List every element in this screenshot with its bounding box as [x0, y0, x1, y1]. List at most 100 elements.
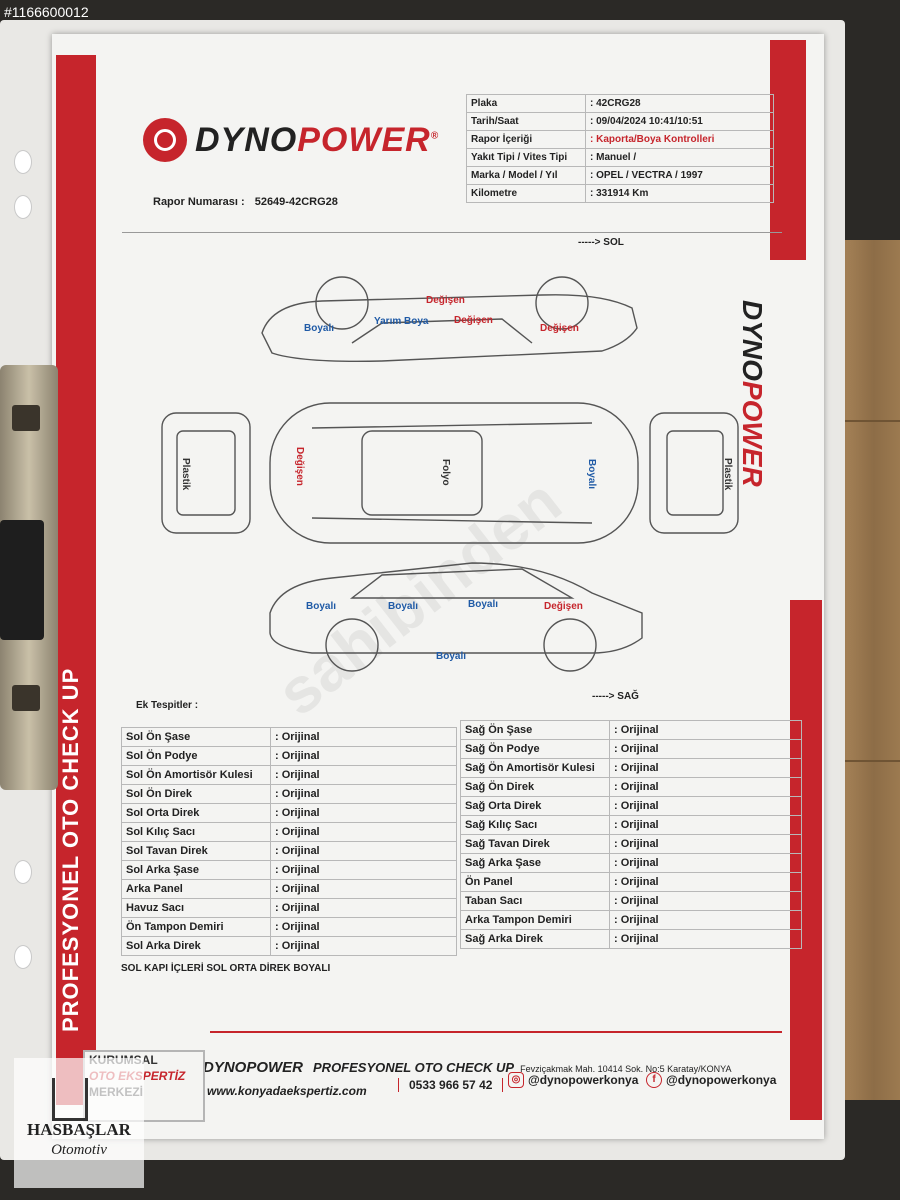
part-name: Sol Ön Direk [121, 784, 271, 804]
part-name: Sol Arka Direk [121, 936, 271, 956]
wood-grain [812, 760, 900, 762]
part-row: Sağ Tavan Direk: Orijinal [460, 834, 802, 854]
label-left-yarim-boya: Yarım Boya [374, 316, 429, 327]
info-row: Yakıt Tipi / Vites Tipi: Manuel / [466, 148, 774, 167]
info-key: Rapor İçeriği [466, 130, 586, 149]
part-name: Arka Tampon Demiri [460, 910, 610, 930]
left-direction-label: -----> SOL [578, 237, 624, 248]
part-status: : Orijinal [609, 739, 802, 759]
facebook-icon: f [646, 1072, 662, 1088]
part-status: : Orijinal [609, 796, 802, 816]
label-right-boyali-4: Boyalı [436, 651, 467, 662]
label-left-boyali: Boyalı [304, 323, 335, 334]
part-row: Sol Ön Amortisör Kulesi: Orijinal [121, 765, 457, 785]
footer-facebook: f@dynopowerkonya [646, 1072, 776, 1088]
part-status: : Orijinal [609, 720, 802, 740]
part-row: Havuz Sacı: Orijinal [121, 898, 457, 918]
logo-text-power: POWER [297, 120, 431, 159]
punch-hole [14, 945, 32, 969]
info-row: Tarih/Saat: 09/04/2024 10:41/10:51 [466, 112, 774, 131]
additional-note: SOL KAPI İÇLERİ SOL ORTA DİREK BOYALI [121, 963, 331, 974]
power-icon [143, 118, 187, 162]
part-name: Sağ Arka Şase [460, 853, 610, 873]
punch-hole [14, 195, 32, 219]
part-name: Sağ Ön Direk [460, 777, 610, 797]
part-row: Sol Ön Direk: Orijinal [121, 784, 457, 804]
registered-mark: ® [430, 130, 440, 142]
part-status: : Orijinal [270, 784, 457, 804]
part-status: : Orijinal [270, 765, 457, 785]
part-name: Ön Tampon Demiri [121, 917, 271, 937]
label-left-degisen-1: Değişen [426, 295, 465, 306]
part-status: : Orijinal [609, 929, 802, 949]
part-status: : Orijinal [270, 746, 457, 766]
part-row: Sol Kılıç Sacı: Orijinal [121, 822, 457, 842]
part-status: : Orijinal [609, 834, 802, 854]
info-row: Kilometre: 331914 Km [466, 184, 774, 203]
car-damage-diagram: -----> SOL -----> SAĞ Boyalı Yarım Boya … [122, 232, 782, 713]
footer-brand-name: DYNOPOWER [203, 1059, 304, 1076]
part-status: : Orijinal [270, 898, 457, 918]
part-row: Sağ Kılıç Sacı: Orijinal [460, 815, 802, 835]
part-status: : Orijinal [609, 853, 802, 873]
info-row: Marka / Model / Yıl: OPEL / VECTRA / 199… [466, 166, 774, 185]
part-name: Sol Arka Şase [121, 860, 271, 880]
label-top-degisen: Değişen [294, 447, 305, 486]
info-value: : 09/04/2024 10:41/10:51 [585, 112, 774, 131]
part-name: Ön Panel [460, 872, 610, 892]
part-name: Sol Kılıç Sacı [121, 822, 271, 842]
part-row: Sol Arka Şase: Orijinal [121, 860, 457, 880]
info-value: : 42CRG28 [585, 94, 774, 113]
info-value: : 331914 Km [585, 184, 774, 203]
punch-hole [14, 150, 32, 174]
part-name: Sol Ön Amortisör Kulesi [121, 765, 271, 785]
dealer-logo-icon [52, 1078, 88, 1121]
info-key: Kilometre [466, 184, 586, 203]
part-status: : Orijinal [270, 727, 457, 747]
part-name: Sağ Kılıç Sacı [460, 815, 610, 835]
side-brand-logo: DYNOPOWER [737, 300, 768, 487]
car-outline-drawing [161, 276, 739, 672]
label-right-boyali-2: Boyalı [388, 601, 419, 612]
part-row: Sağ Ön Direk: Orijinal [460, 777, 802, 797]
part-name: Sol Tavan Direk [121, 841, 271, 861]
part-name: Sağ Orta Direk [460, 796, 610, 816]
footer-divider [210, 1031, 782, 1033]
report-number-label: Rapor Numarası : [153, 196, 245, 208]
info-key: Yakıt Tipi / Vites Tipi [466, 148, 586, 167]
part-row: Sol Orta Direk: Orijinal [121, 803, 457, 823]
part-status: : Orijinal [270, 936, 457, 956]
part-name: Arka Panel [121, 879, 271, 899]
part-status: : Orijinal [270, 879, 457, 899]
footer-instagram: ◎@dynopowerkonya [508, 1072, 638, 1088]
label-right-boyali-3: Boyalı [468, 599, 499, 610]
red-side-band [56, 55, 96, 1105]
logo-text-dyno: DYNO [195, 120, 298, 159]
part-status: : Orijinal [270, 822, 457, 842]
label-right-boyali-1: Boyalı [306, 601, 337, 612]
dealer-watermark: HASBAŞLAR Otomotiv [14, 1058, 144, 1188]
dynopower-logo: DYNOPOWER® [143, 118, 439, 162]
instagram-handle: @dynopowerkonya [528, 1073, 639, 1087]
wood-grain [812, 420, 900, 422]
stock-id: #1166600012 [4, 4, 89, 20]
footer-website: www.konyadaekspertiz.com [207, 1084, 367, 1098]
part-name: Sağ Arka Direk [460, 929, 610, 949]
red-side-band [770, 40, 806, 260]
part-name: Taban Sacı [460, 891, 610, 911]
part-row: Sol Tavan Direk: Orijinal [121, 841, 457, 861]
info-key: Plaka [466, 94, 586, 113]
right-direction-label: -----> SAĞ [592, 691, 639, 702]
info-value: : OPEL / VECTRA / 1997 [585, 166, 774, 185]
part-row: Sol Ön Şase: Orijinal [121, 727, 457, 747]
part-status: : Orijinal [609, 758, 802, 778]
info-key: Marka / Model / Yıl [466, 166, 586, 185]
part-status: : Orijinal [270, 917, 457, 937]
part-status: : Orijinal [609, 872, 802, 892]
info-value: : Kaporta/Boya Kontrolleri [585, 130, 774, 149]
part-status: : Orijinal [270, 841, 457, 861]
part-status: : Orijinal [270, 860, 457, 880]
